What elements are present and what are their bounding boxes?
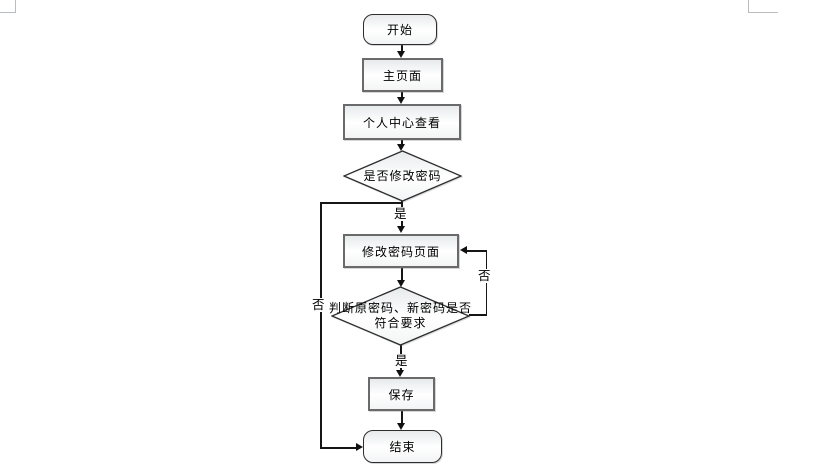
terminator-end: 结束 — [363, 430, 442, 463]
process-change-password-page: 修改密码页面 — [343, 234, 459, 268]
edge-label-modify-yes: 是 — [393, 207, 408, 221]
page-corner-mark-top-left-horizontal — [0, 12, 16, 13]
connector-save-end — [401, 411, 403, 425]
decision-validate-password-label: 判断原密码、新密码是否 符合要求 — [325, 301, 476, 331]
terminator-end-label: 结束 — [389, 440, 416, 454]
connector-center-decision1 — [401, 140, 403, 146]
process-personal-center: 个人中心查看 — [343, 104, 461, 140]
edge-label-validate-yes: 是 — [394, 354, 409, 368]
page-corner-mark-top-right-horizontal — [748, 12, 778, 13]
arrowhead-start-main — [397, 51, 405, 58]
decision-validate-password-label-line1: 判断原密码、新密码是否 — [328, 301, 472, 315]
arrowhead-decision1-chpwd — [397, 226, 405, 233]
page-corner-mark-top-left-vertical — [15, 0, 16, 13]
terminator-start-label: 开始 — [386, 23, 413, 37]
arrowhead-no-into-chpwd — [460, 246, 467, 254]
edge-label-modify-no: 否 — [311, 298, 326, 312]
arrowhead-save-end — [397, 423, 405, 430]
arrowhead-decision2-save — [396, 370, 404, 377]
arrowhead-chpwd-decision2 — [397, 280, 405, 287]
connector-no-into-end — [320, 447, 357, 449]
arrowhead-main-center — [397, 97, 405, 104]
process-save-label: 保存 — [388, 387, 415, 402]
process-personal-center-label: 个人中心查看 — [362, 115, 441, 130]
edge-label-validate-no: 否 — [477, 269, 492, 283]
page-corner-mark-top-right-vertical — [748, 0, 749, 13]
connector-main-center — [401, 92, 403, 99]
connector-start-main — [401, 45, 403, 53]
terminator-start: 开始 — [363, 14, 437, 45]
decision-validate-password-label-line2: 符合要求 — [374, 316, 427, 330]
process-save: 保存 — [368, 377, 435, 411]
decision-validate-password-shape — [331, 286, 470, 346]
connector-decision1-no-vertical — [320, 202, 322, 448]
process-main-page: 主页面 — [362, 58, 443, 92]
connector-decision2-no-horizontal — [469, 314, 487, 316]
process-change-password-page-label: 修改密码页面 — [361, 244, 440, 259]
arrowhead-center-decision1 — [397, 144, 405, 151]
decision-modify-password-label: 是否修改密码 — [363, 169, 442, 183]
arrowhead-no-into-end — [356, 443, 363, 451]
decision-modify-password-shape — [343, 150, 462, 202]
process-main-page-label: 主页面 — [382, 68, 422, 83]
connector-no-into-chpwd — [467, 250, 486, 252]
connector-decision1-no-horizontal — [320, 202, 402, 204]
connector-chpwd-decision2 — [401, 268, 403, 282]
